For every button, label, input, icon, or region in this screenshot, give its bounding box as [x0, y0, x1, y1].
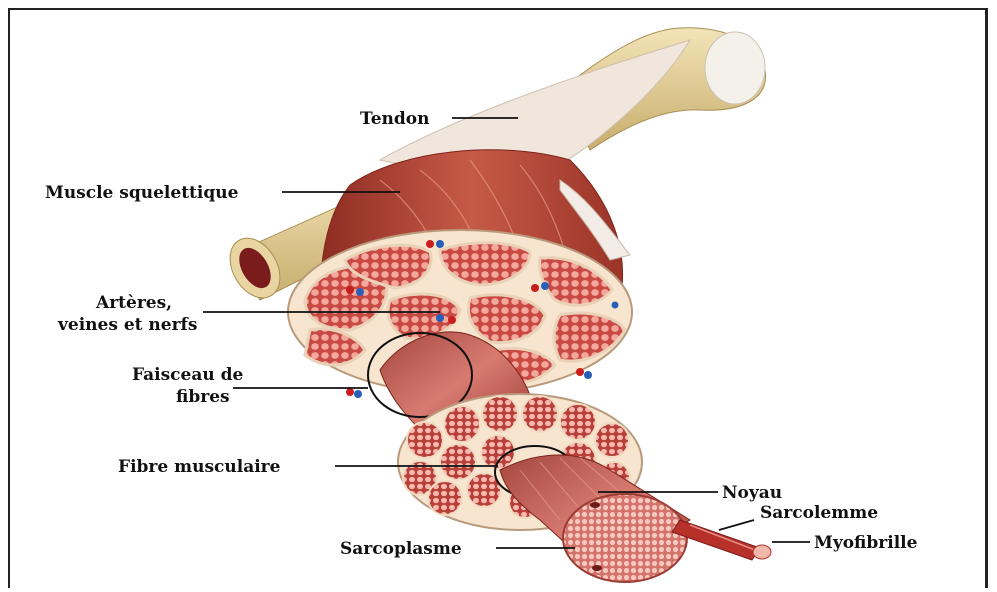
label-tendon: Tendon	[360, 109, 429, 129]
label-sarcoplasm: Sarcoplasme	[340, 539, 462, 559]
nucleus-dot	[590, 502, 600, 508]
leader-sarcolemma	[719, 520, 754, 530]
label-sarcolemma: Sarcolemme	[760, 503, 878, 523]
label-fascicle-line1: Faisceau de	[132, 365, 244, 385]
label-vessels-line1: Artères,	[95, 293, 172, 313]
label-muscle: Muscle squelettique	[45, 183, 239, 203]
label-fiber: Fibre musculaire	[118, 457, 281, 477]
label-myofibril: Myofibrille	[814, 533, 918, 553]
label-vessels-line2: veines et nerfs	[57, 315, 197, 335]
label-fascicle-line2: fibres	[176, 387, 230, 407]
label-nucleus: Noyau	[722, 483, 782, 503]
